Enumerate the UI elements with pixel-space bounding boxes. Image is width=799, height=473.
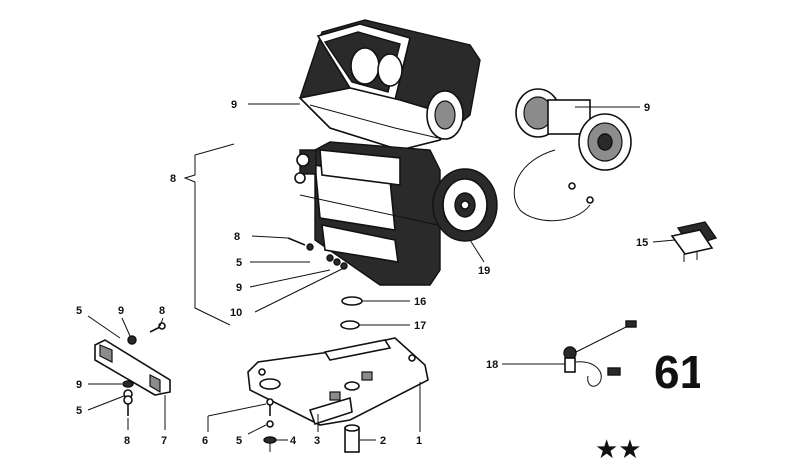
leader-19 <box>469 239 485 263</box>
revision-stars: ★★ <box>595 435 642 465</box>
hardware-washer-4 <box>263 436 277 452</box>
rubber-mount-2 <box>344 424 360 453</box>
callout-9-bracket-top: 9 <box>118 305 124 317</box>
callout-4: 4 <box>290 435 297 447</box>
small-bracket-part <box>94 339 171 396</box>
hardware-washer-9a <box>127 335 137 345</box>
leader-9a <box>121 317 131 337</box>
leader-9c <box>249 269 331 288</box>
leader-5c <box>247 424 267 435</box>
callout-5-bracket-top: 5 <box>76 305 82 317</box>
hardware-screw-8b <box>123 395 133 416</box>
hardware-screw-6 <box>266 398 274 416</box>
callout-7: 7 <box>161 435 167 447</box>
callout-9-heater: 9 <box>236 282 242 294</box>
mounting-bracket-part <box>247 337 429 426</box>
callout-13: 9 <box>231 99 237 111</box>
callout-8-bracket-top: 8 <box>159 305 165 317</box>
hardware-screw-8a <box>149 322 166 333</box>
hardware-washer-9b <box>122 380 134 388</box>
leader-6b <box>207 403 267 417</box>
callout-2: 2 <box>380 435 386 447</box>
callout-6: 6 <box>202 435 208 447</box>
callout-10: 10 <box>230 307 242 319</box>
callout-19: 19 <box>478 265 490 277</box>
leader-15 <box>652 239 676 243</box>
callout-3: 3 <box>314 435 320 447</box>
callout-11: 8 <box>234 231 240 243</box>
callout-5-base: 5 <box>236 435 242 447</box>
leader-11 <box>251 235 289 239</box>
air-duct-housing-part <box>298 19 481 151</box>
heater-box-assembly-part <box>294 141 498 286</box>
callout-5-heater: 5 <box>236 257 242 269</box>
callout-1: 1 <box>416 435 422 447</box>
callout-14: 9 <box>644 102 650 114</box>
leader-5d <box>87 315 121 339</box>
callout-12: 8 <box>170 173 176 185</box>
resistor-block-part <box>670 221 718 262</box>
callout-16: 16 <box>414 296 426 308</box>
blower-motor-part <box>513 88 632 222</box>
callout-18: 18 <box>486 359 498 371</box>
callout-8-bracket-bottom: 8 <box>124 435 130 447</box>
temperature-switch-part <box>563 320 637 387</box>
callout-17: 17 <box>414 320 426 332</box>
callout-9-bracket-mid: 9 <box>76 379 82 391</box>
hardware-bolt-11 <box>287 237 314 251</box>
gasket-16 <box>341 296 363 306</box>
callout-5-bracket-mid: 5 <box>76 405 82 417</box>
leader-8a <box>159 317 164 327</box>
section-mark: 61 <box>654 346 705 398</box>
hardware-nut-5c <box>266 420 274 428</box>
gasket-17 <box>340 320 360 330</box>
leader-12-brace <box>183 143 235 326</box>
leader-10 <box>254 267 345 313</box>
callout-15: 15 <box>636 237 648 249</box>
leader-5b <box>87 395 125 411</box>
section-mark-mask <box>700 340 799 400</box>
